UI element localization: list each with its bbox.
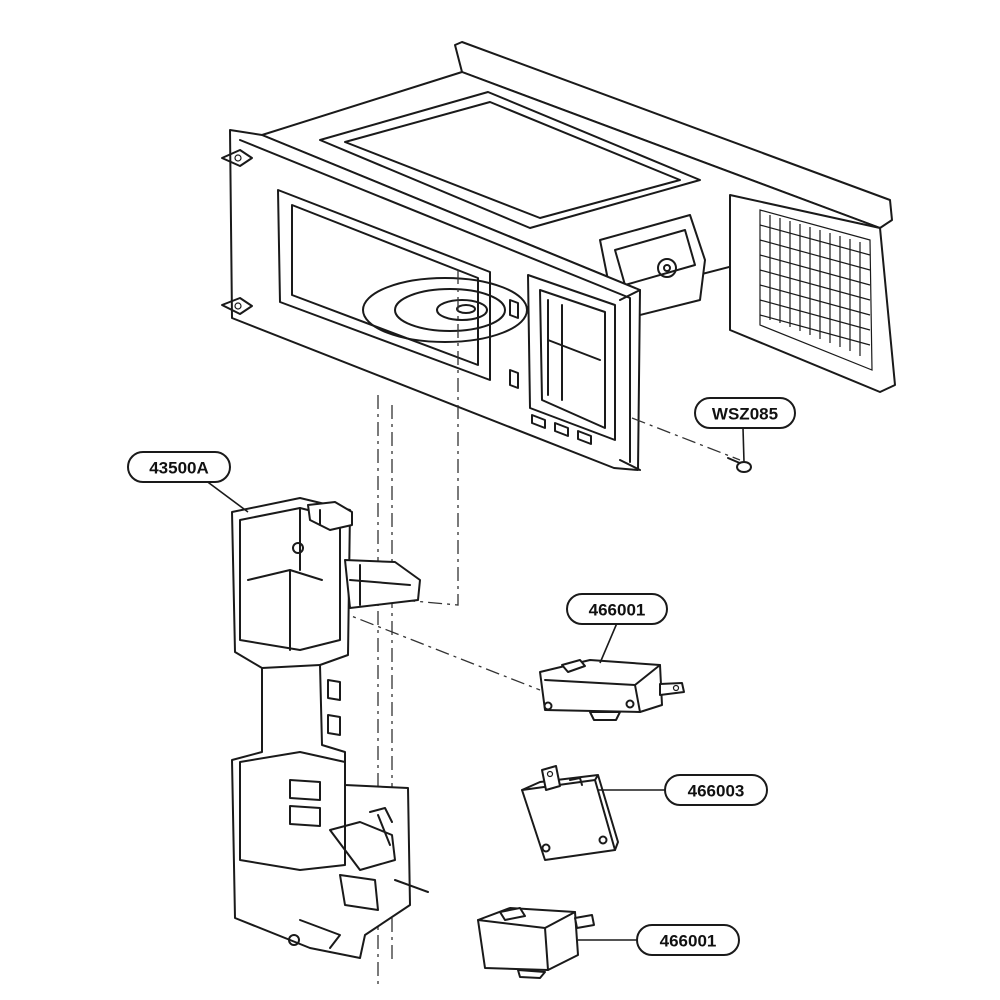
switch-primary-part [539, 659, 685, 721]
callout-switch-primary-bubble [566, 593, 668, 625]
callout-switch-monitor-bubble [664, 774, 768, 806]
callout-switch-primary-label: 466001 [589, 601, 646, 620]
callout-screw-label: WSZ085 [712, 405, 778, 424]
callout-switch-secondary: 466001 [578, 924, 740, 956]
latch-board-part [231, 497, 429, 959]
callout-switch-monitor-label: 466003 [688, 782, 745, 801]
switch-monitor-part [521, 765, 619, 861]
turntable [362, 277, 528, 343]
callout-latch-board-label: 43500A [149, 459, 209, 478]
callout-switch-secondary-bubble [636, 924, 740, 956]
vent-grid [759, 209, 873, 371]
callout-switch-monitor: 466003 [598, 774, 768, 806]
callout-switch-secondary-label: 466001 [660, 932, 717, 951]
callout-screw-bubble [694, 397, 796, 429]
switch-secondary-part [477, 907, 595, 979]
callout-switch-primary: 466001 [566, 593, 668, 664]
callout-latch-board: 43500A [127, 451, 249, 513]
oven-cavity-assembly [221, 41, 896, 471]
callout-latch-board-bubble [127, 451, 231, 483]
callout-screw: WSZ085 [694, 397, 796, 463]
